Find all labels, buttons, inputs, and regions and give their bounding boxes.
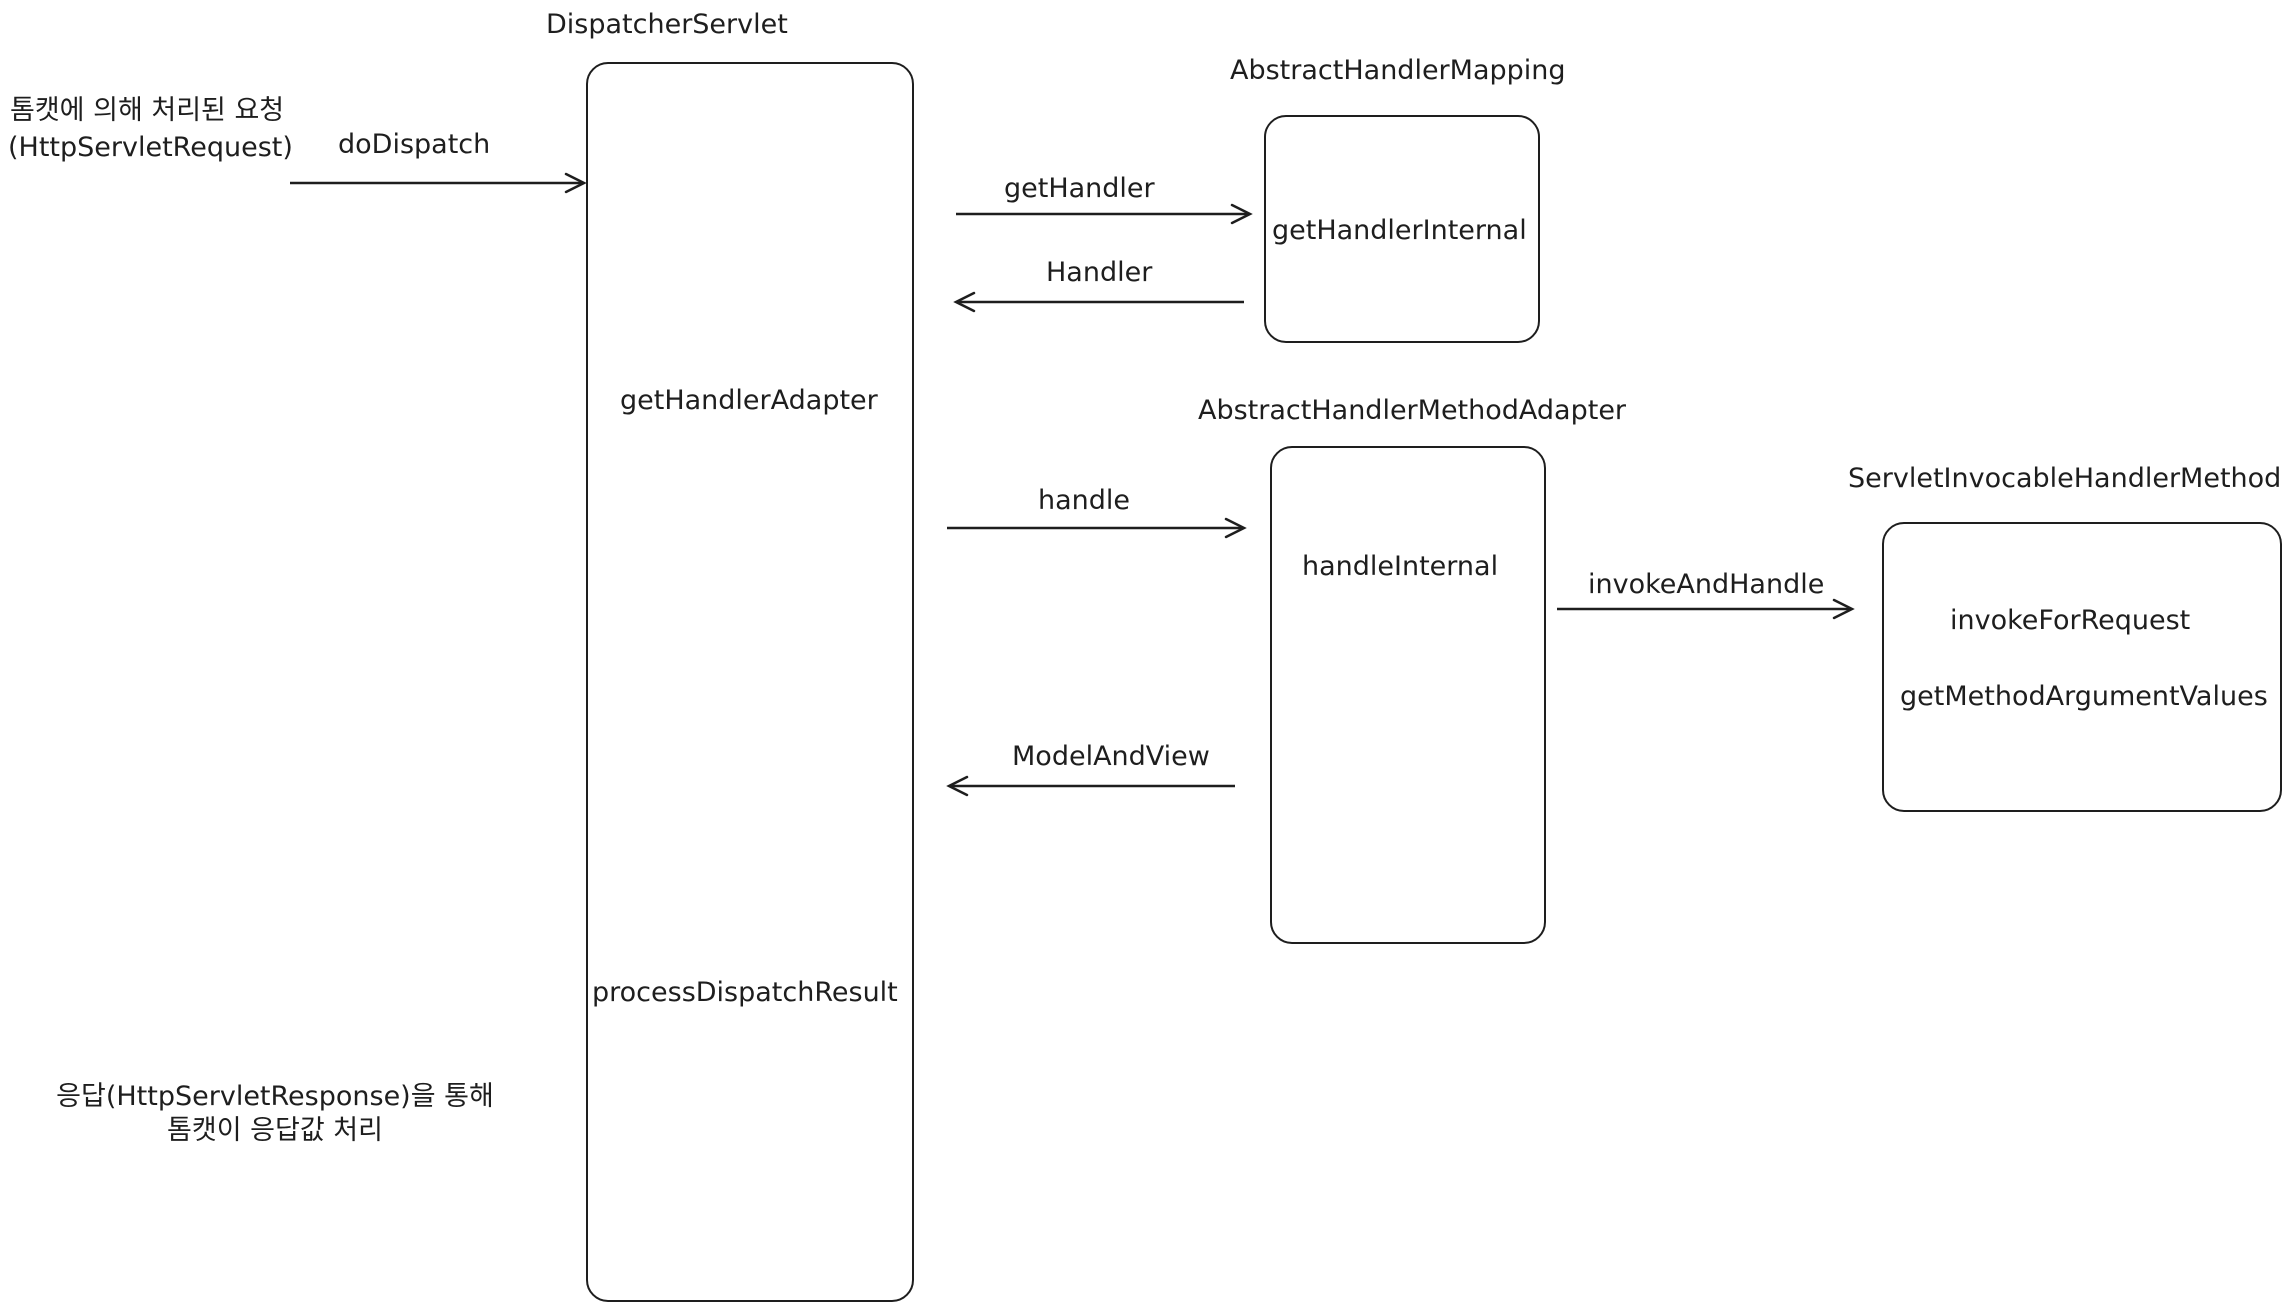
arrow-handler-return [953,291,1244,313]
invocable-handler-method-box [1882,522,2282,812]
arrow-gethandler [956,203,1253,225]
invoke-for-request-label: invokeForRequest [1950,605,2191,636]
get-handler-label: getHandler [1004,173,1155,204]
incoming-request-line1: 톰캣에 의해 처리된 요청 [10,95,285,126]
invoke-and-handle-label: invokeAndHandle [1588,569,1825,600]
process-dispatch-result-label: processDispatchResult [592,977,898,1008]
handler-method-adapter-title: AbstractHandlerMethodAdapter [1198,395,1627,426]
arrow-handle [947,517,1247,539]
response-note-line1: 응답(HttpServletResponse)을 통해 [56,1081,494,1112]
incoming-request-line2: (HttpServletRequest) [8,132,293,163]
handler-mapping-title: AbstractHandlerMapping [1230,55,1566,86]
get-handler-adapter-label: getHandlerAdapter [620,385,878,416]
dispatcher-servlet-box [586,62,914,1302]
handler-mapping-box [1264,115,1540,343]
dodispatch-label: doDispatch [338,129,491,160]
get-method-argument-values-label: getMethodArgumentValues [1900,681,2268,712]
arrow-dodispatch [290,172,587,194]
response-note-line2: 톰캣이 응답값 처리 [167,1115,383,1146]
get-handler-internal-label: getHandlerInternal [1272,215,1527,246]
handler-method-adapter-box [1270,446,1546,944]
arrow-invokeandhandle [1557,598,1855,620]
invocable-handler-method-title: ServletInvocableHandlerMethod [1848,463,2282,494]
model-and-view-label: ModelAndView [1012,741,1210,772]
handle-internal-label: handleInternal [1302,551,1499,582]
handle-label: handle [1038,485,1131,516]
handler-return-label: Handler [1046,257,1153,288]
arrow-modelandview-return [946,775,1235,797]
dispatcher-servlet-title: DispatcherServlet [546,9,788,40]
